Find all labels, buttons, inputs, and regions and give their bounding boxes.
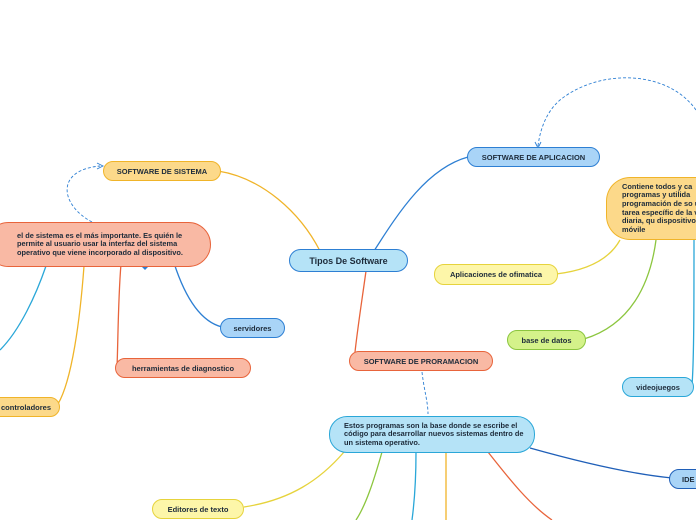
topic-software-de-programacion[interactable]: SOFTWARE DE PRORAMACION bbox=[349, 351, 493, 371]
connector-programacion-green bbox=[355, 451, 383, 520]
subtopic-controladores[interactable]: controladores bbox=[0, 397, 60, 417]
subtopic-herramientas-de-diagnostico[interactable]: herramientas de diagnostico bbox=[115, 358, 251, 378]
topic-software-de-aplicacion[interactable]: SOFTWARE DE APLICACION bbox=[467, 147, 600, 167]
topic-software-de-sistema[interactable]: SOFTWARE DE SISTEMA bbox=[103, 161, 221, 181]
subtopic-editores-de-texto[interactable]: Editores de texto bbox=[152, 499, 244, 519]
connector-programacion-orange bbox=[487, 451, 553, 520]
connector-sistema-controladores bbox=[57, 265, 85, 405]
connector-aplicacion-dashed bbox=[537, 77, 696, 147]
subtopic-ide[interactable]: IDE bbox=[669, 469, 696, 489]
central-topic[interactable]: Tipos De Software bbox=[289, 249, 408, 272]
connector-sistema-dashed bbox=[66, 165, 101, 223]
subtopic-aplicaciones-de-ofimatica[interactable]: Aplicaciones de ofimatica bbox=[434, 264, 558, 285]
connector-central-servidores bbox=[173, 262, 223, 328]
connector-sistema-herramientas bbox=[116, 263, 122, 368]
topic-sistema-description[interactable]: el de sistema es el más importante. Es q… bbox=[0, 222, 211, 267]
connector-programacion-cyan bbox=[411, 451, 417, 520]
subtopic-base-de-datos[interactable]: base de datos bbox=[507, 330, 586, 350]
connector-central-aplicacion bbox=[373, 156, 469, 252]
connector-aplicacion-videojuegos bbox=[691, 239, 695, 386]
arrow-marker-sistema bbox=[141, 266, 149, 270]
connector-aplicacion-ofimatica bbox=[555, 239, 621, 275]
subtopic-videojuegos[interactable]: videojuegos bbox=[622, 377, 694, 397]
connector-programacion-editores bbox=[243, 451, 345, 508]
connector-programacion-dashed bbox=[421, 371, 429, 415]
subtopic-servidores[interactable]: servidores bbox=[220, 318, 285, 338]
topic-programacion-description[interactable]: Estos programas son la base donde se esc… bbox=[329, 416, 535, 453]
connector-programacion-ide bbox=[529, 447, 673, 479]
connector-central-programacion bbox=[354, 270, 367, 353]
topic-aplicacion-description[interactable]: Contiene todos y ca programas y utilida … bbox=[606, 177, 696, 240]
connector-sistema-cyan bbox=[0, 265, 47, 351]
connector-aplicacion-basedatos bbox=[583, 239, 657, 340]
connector-central-sistema bbox=[217, 170, 321, 252]
